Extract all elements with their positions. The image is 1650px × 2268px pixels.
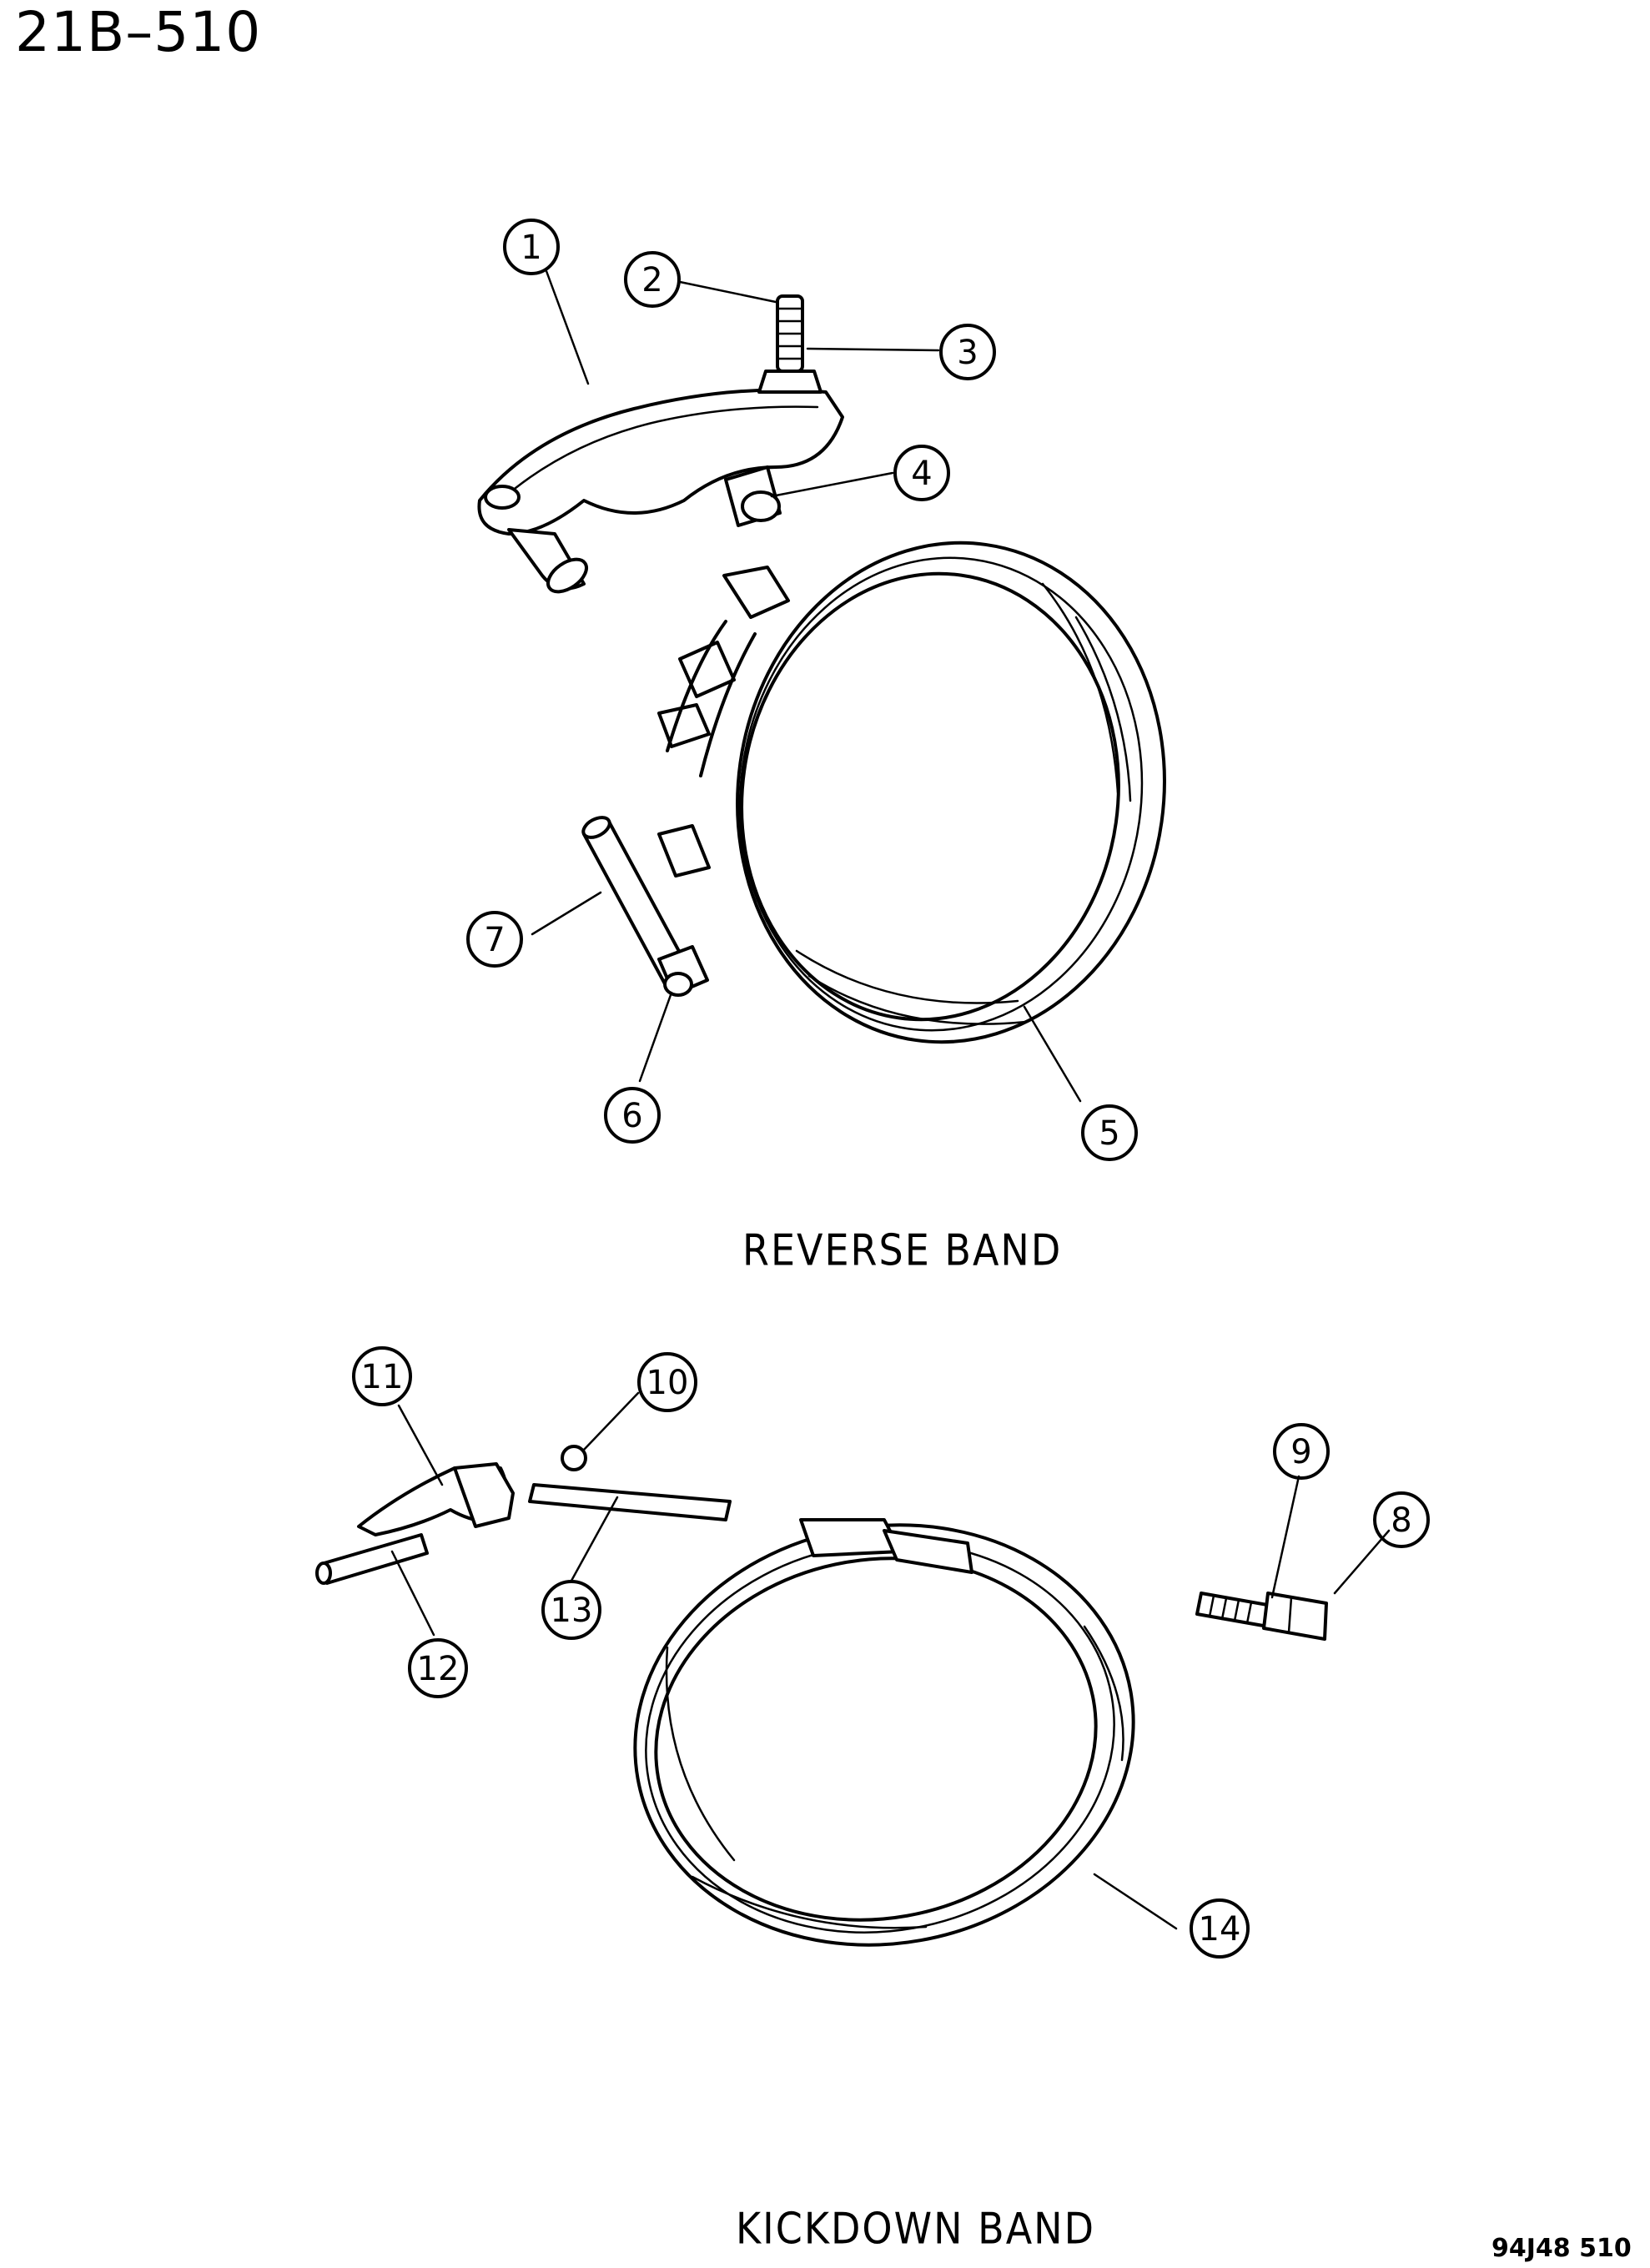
callout-9: 9 (1273, 1423, 1330, 1480)
callout-5: 5 (1081, 1104, 1138, 1161)
kickdown-strut (528, 1483, 732, 1521)
reverse-band-caption: REVERSE BAND (742, 1225, 1063, 1275)
callout-13: 13 (541, 1580, 601, 1640)
lever-bushing (724, 465, 782, 527)
kickdown-band (633, 1518, 1135, 1947)
figure-code: 94J48 510 (1492, 2234, 1632, 2263)
callout-7: 7 (466, 911, 523, 968)
svg-text:3: 3 (957, 334, 978, 372)
svg-text:12: 12 (417, 1650, 460, 1688)
callout-6: 6 (604, 1087, 661, 1144)
reverse-band-strut (581, 816, 694, 990)
svg-text:14: 14 (1199, 1910, 1241, 1949)
callout-3: 3 (939, 324, 996, 380)
page-code: 21B–510 (15, 0, 262, 64)
callout-11: 11 (352, 1346, 412, 1406)
callout-10: 10 (637, 1352, 697, 1412)
svg-text:13: 13 (551, 1592, 593, 1630)
callout-4: 4 (893, 445, 950, 501)
kickdown-adjusting-screw (1195, 1592, 1274, 1628)
callout-1: 1 (503, 219, 560, 275)
callout-12: 12 (408, 1638, 468, 1698)
svg-text:5: 5 (1099, 1114, 1119, 1153)
kickdown-lock-nut (1262, 1592, 1328, 1641)
svg-text:8: 8 (1391, 1501, 1411, 1540)
callout-14: 14 (1190, 1898, 1250, 1959)
adjusting-screw (776, 294, 804, 373)
lever-shaft (315, 1533, 429, 1585)
lock-nut (757, 370, 822, 394)
leader-lines (390, 269, 1391, 1930)
callout-2: 2 (624, 251, 681, 308)
reverse-band (657, 541, 1166, 1044)
reverse-band-lever (477, 388, 844, 594)
kickdown-lever (357, 1462, 515, 1536)
callout-8: 8 (1373, 1491, 1430, 1548)
anchor-pin (561, 1445, 587, 1471)
strut-end-pin (657, 945, 709, 997)
svg-text:4: 4 (911, 455, 932, 493)
svg-text:11: 11 (361, 1358, 404, 1396)
kickdown-band-caption: KICKDOWN BAND (736, 2203, 1096, 2254)
svg-text:10: 10 (646, 1364, 689, 1402)
svg-text:2: 2 (641, 261, 662, 299)
svg-text:9: 9 (1290, 1433, 1311, 1471)
svg-text:1: 1 (521, 229, 541, 267)
svg-text:7: 7 (484, 921, 505, 959)
svg-text:6: 6 (621, 1097, 642, 1135)
